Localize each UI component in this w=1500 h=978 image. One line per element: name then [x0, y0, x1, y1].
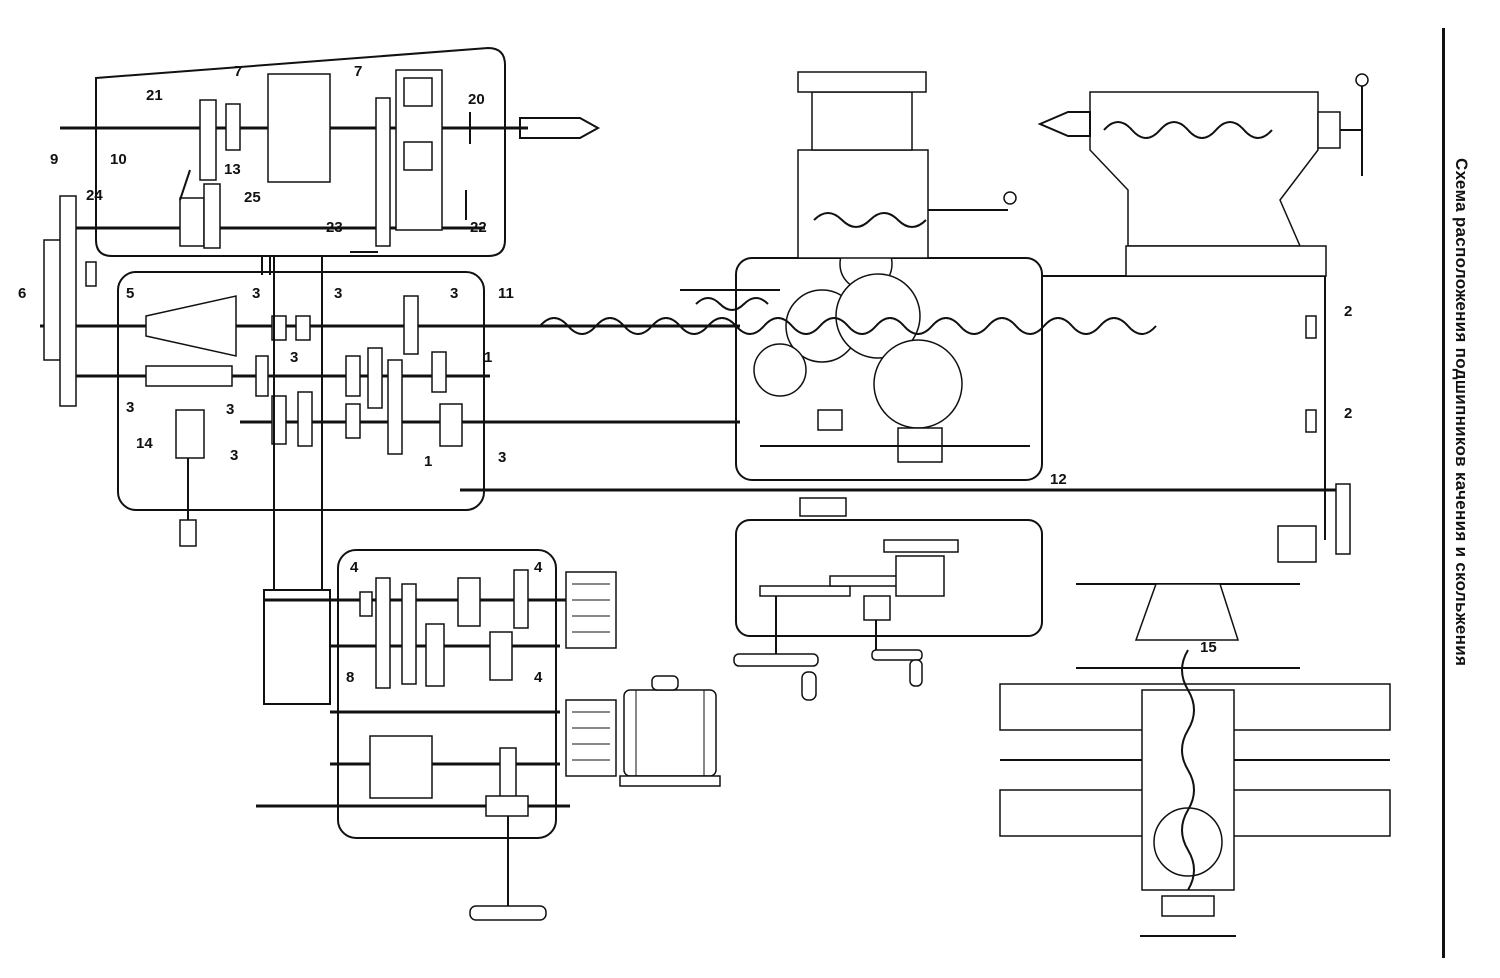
label-9: 9	[50, 151, 58, 168]
feed-gearbox-block	[40, 195, 1340, 547]
label-5: 5	[126, 285, 134, 302]
label-12: 12	[1050, 471, 1067, 488]
label-4b: 4	[534, 559, 543, 576]
carriage-handwheel-block	[733, 497, 1043, 701]
label-1a: 1	[484, 349, 492, 366]
label-24: 24	[86, 187, 103, 204]
diagram-caption: Схема расположения подшипников качения и…	[1452, 158, 1471, 667]
label-3e: 3	[226, 401, 234, 418]
label-4c: 4	[534, 669, 543, 686]
label-3f: 3	[230, 447, 238, 464]
bed-cross-section	[999, 583, 1391, 937]
headstock-block	[60, 46, 601, 275]
label-4a: 4	[350, 559, 359, 576]
label-7a: 7	[234, 63, 242, 80]
label-15: 15	[1200, 639, 1217, 656]
label-22: 22	[470, 219, 487, 236]
label-20: 20	[468, 91, 485, 108]
label-1b: 1	[424, 453, 432, 470]
label-23: 23	[326, 219, 343, 236]
callout-labels: 7 7 21 20 9 10 13 24 25 23 22 6 5 3 3 3 …	[18, 63, 1352, 686]
tailstock	[1037, 73, 1369, 277]
label-11: 11	[498, 285, 514, 302]
label-8: 8	[346, 669, 354, 686]
main-drive-block	[256, 256, 721, 921]
label-3a: 3	[252, 285, 260, 302]
label-10: 10	[110, 151, 127, 168]
tool-post	[797, 71, 1017, 259]
label-14: 14	[136, 435, 153, 452]
label-21: 21	[146, 87, 163, 104]
v-belt-pulley	[565, 571, 617, 777]
right-support	[1277, 315, 1351, 563]
label-3d: 3	[126, 399, 134, 416]
caption-panel: Схема расположения подшипников качения и…	[1442, 28, 1475, 958]
apron-block	[539, 237, 1326, 540]
electric-motor	[619, 675, 721, 787]
label-2a: 2	[1344, 303, 1352, 320]
label-6: 6	[18, 285, 26, 302]
label-13: 13	[224, 161, 241, 178]
label-3h: 3	[290, 349, 298, 366]
label-3c: 3	[450, 285, 458, 302]
label-2b: 2	[1344, 405, 1352, 422]
label-7b: 7	[354, 63, 362, 80]
label-25: 25	[244, 189, 261, 206]
label-3g: 3	[498, 449, 506, 466]
label-3b: 3	[334, 285, 342, 302]
